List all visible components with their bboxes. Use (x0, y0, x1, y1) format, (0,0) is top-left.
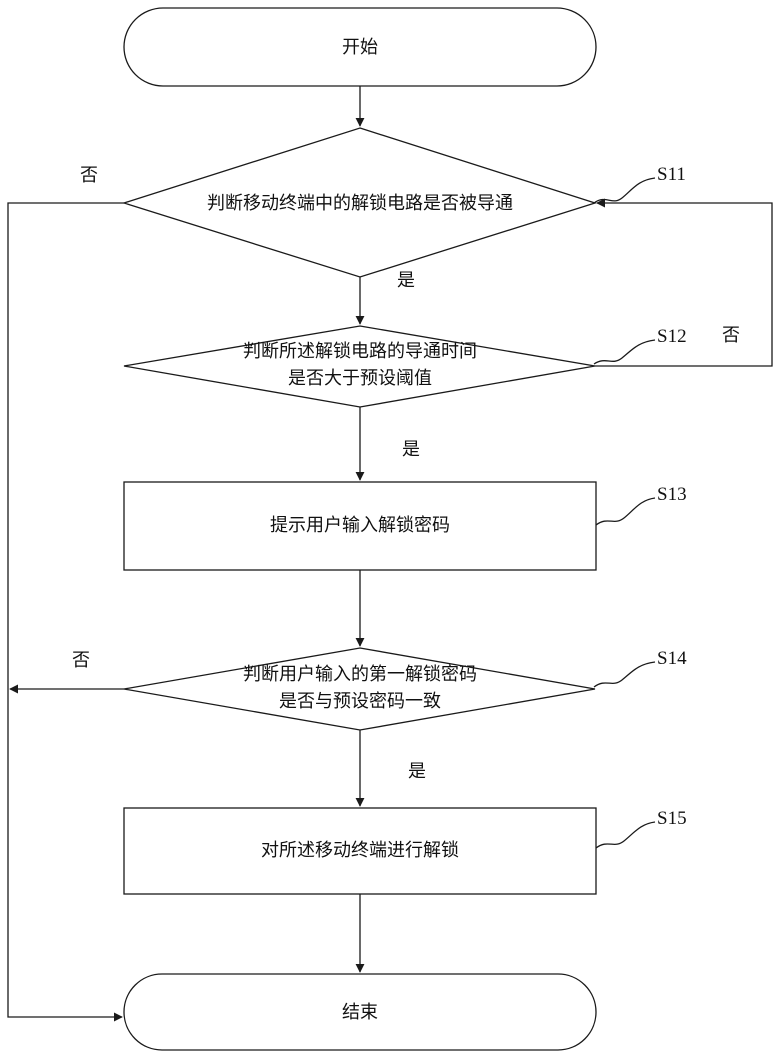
edge-s11-no-label: 否 (80, 165, 98, 186)
step-s13-leader (596, 498, 655, 525)
start-node: 开始 (124, 8, 596, 86)
end-label: 结束 (342, 1002, 378, 1023)
decision-s14: 判断用户输入的第一解锁密码 是否与预设密码一致 (124, 648, 595, 730)
process-s13: 提示用户输入解锁密码 (124, 482, 596, 570)
decision-s11-text: 判断移动终端中的解锁电路是否被导通 (207, 193, 513, 214)
edge-s14-yes-label: 是 (408, 761, 426, 782)
start-label: 开始 (342, 37, 378, 58)
decision-s12-text-line2: 是否大于预设阈值 (288, 368, 432, 389)
decision-s14-text-line1: 判断用户输入的第一解锁密码 (243, 664, 477, 685)
step-s12-leader (594, 340, 655, 364)
step-label-s12: S12 (657, 326, 687, 347)
edge-s12-no-label: 否 (722, 325, 740, 346)
process-s13-text: 提示用户输入解锁密码 (270, 515, 450, 536)
step-s11-leader (594, 178, 655, 203)
end-node: 结束 (124, 974, 596, 1050)
decision-s11: 判断移动终端中的解锁电路是否被导通 (124, 128, 595, 277)
decision-s12: 判断所述解锁电路的导通时间 是否大于预设阈值 (124, 326, 595, 407)
edge-s11-yes-label: 是 (397, 270, 415, 291)
decision-s12-text-line1: 判断所述解锁电路的导通时间 (243, 341, 477, 362)
step-s14-leader (594, 662, 655, 687)
step-label-s15: S15 (657, 808, 687, 829)
edge-s14-no-label: 否 (72, 650, 90, 671)
step-s15-leader (596, 822, 655, 848)
edge-s11-no (8, 203, 124, 1017)
process-s15: 对所述移动终端进行解锁 (124, 808, 596, 894)
step-label-s14: S14 (657, 648, 687, 669)
process-s15-text: 对所述移动终端进行解锁 (261, 840, 459, 861)
decision-s14-text-line2: 是否与预设密码一致 (279, 691, 441, 712)
step-label-s13: S13 (657, 484, 687, 505)
edge-s12-yes-label: 是 (402, 439, 420, 460)
step-label-s11: S11 (657, 164, 686, 185)
